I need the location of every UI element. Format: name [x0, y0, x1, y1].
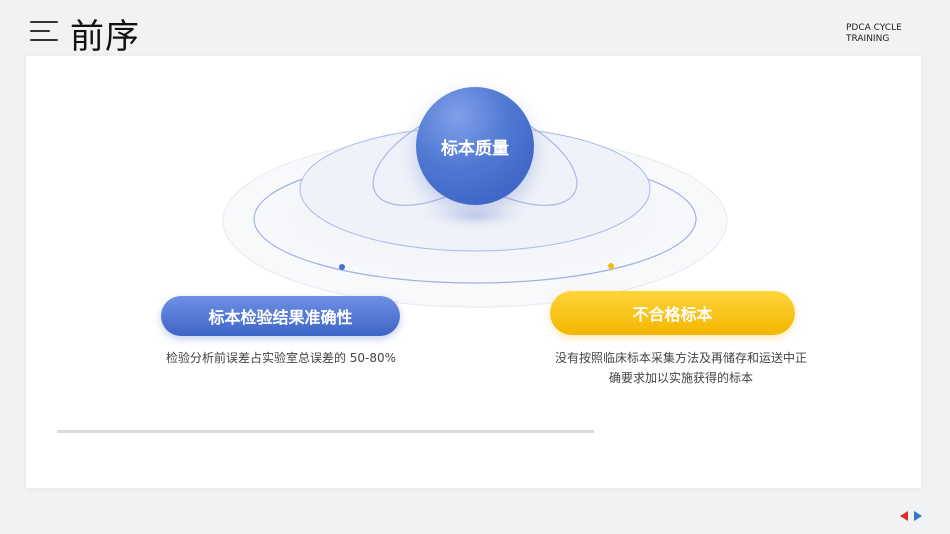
- core-circle: 标本质量: [416, 87, 534, 205]
- yellow-marker-dot: [608, 263, 614, 269]
- unqualified-description-line-2: 确要求加以实施获得的标本: [608, 371, 753, 385]
- unqualified-pill-label: 不合格标本: [632, 305, 713, 324]
- unqualified-description-line-1: 没有按照临床标本采集方法及再储存和运送中正: [554, 351, 807, 365]
- menu-icon[interactable]: [30, 20, 60, 42]
- unqualified-description: 没有按照临床标本采集方法及再储存和运送中正 确要求加以实施获得的标本: [531, 348, 831, 388]
- core-shadow: [413, 202, 537, 230]
- core-label: 标本质量: [441, 138, 509, 159]
- page-title: 前序: [70, 17, 140, 57]
- accuracy-pill-label: 标本检验结果准确性: [208, 308, 353, 327]
- divider-bar: [57, 430, 594, 433]
- content-card: 标本质量 标本检验结果准确性 检验分析前误差占实验室总误差的 50-80% 不合…: [26, 56, 921, 488]
- accuracy-description: 检验分析前误差占实验室总误差的 50-80%: [165, 351, 397, 365]
- brand-line-1: PDCA CYCLE: [846, 23, 902, 33]
- prev-arrow-icon[interactable]: [900, 511, 908, 521]
- accuracy-pill-button[interactable]: 标本检验结果准确性: [161, 296, 400, 336]
- brand-line-2: TRAINING: [846, 34, 890, 44]
- next-arrow-icon[interactable]: [914, 511, 922, 521]
- unqualified-pill-button[interactable]: 不合格标本: [550, 291, 795, 335]
- blue-marker-dot: [339, 264, 345, 270]
- brand-label: PDCA CYCLE TRAINING: [846, 23, 902, 45]
